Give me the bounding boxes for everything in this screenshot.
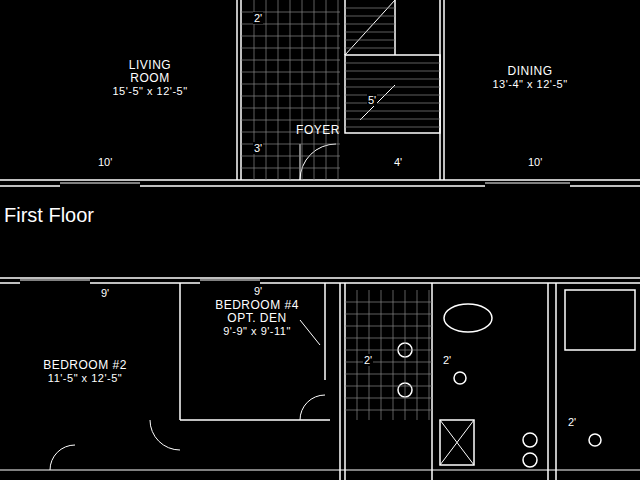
room-dimension: 15'-5" x 12'-5" (110, 85, 190, 98)
dimension-label: 2' (567, 416, 577, 428)
dimension-label: 2' (363, 354, 373, 366)
room-name: FOYER (288, 124, 348, 137)
dimension-label: 9' (100, 287, 110, 299)
room-label: FOYER (288, 124, 348, 137)
room-dimension: 11'-5" x 12'-5" (30, 372, 140, 385)
room-name: LIVING ROOM (110, 59, 190, 85)
dimension-label: 10' (97, 156, 113, 168)
dimension-label: 2' (253, 12, 263, 24)
room-name: BEDROOM #2 (30, 359, 140, 372)
room-dimension: 9'-9" x 9'-11" (207, 325, 307, 338)
dimension-label: 3' (253, 142, 263, 154)
room-dimension: 13'-4" x 12'-5" (475, 78, 585, 91)
dimension-label: 10' (527, 156, 543, 168)
room-label: BEDROOM #211'-5" x 12'-5" (30, 359, 140, 385)
room-label: DINING13'-4" x 12'-5" (475, 65, 585, 91)
dimension-label: 9' (253, 285, 263, 297)
dimension-label: 2' (442, 354, 452, 366)
dimension-label: 5' (367, 94, 377, 106)
room-label: LIVING ROOM15'-5" x 12'-5" (110, 59, 190, 98)
floor-title: First Floor (4, 204, 94, 226)
room-name: DINING (475, 65, 585, 78)
dimension-label: 4' (393, 156, 403, 168)
room-label: BEDROOM #4 OPT. DEN9'-9" x 9'-11" (207, 299, 307, 338)
room-name: BEDROOM #4 OPT. DEN (207, 299, 307, 325)
